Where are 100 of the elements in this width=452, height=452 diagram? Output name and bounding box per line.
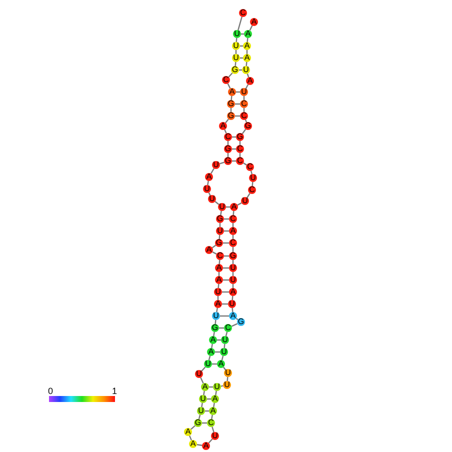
nucleotide-circle: A bbox=[229, 227, 237, 235]
nucleotide-circle: A bbox=[205, 246, 213, 254]
nucleotide-circle: U bbox=[214, 288, 222, 296]
nucleotide-circle: U bbox=[216, 227, 224, 235]
connector-line bbox=[208, 192, 211, 196]
nucleotide-circle: A bbox=[243, 42, 251, 50]
connector-line bbox=[208, 356, 211, 360]
scale-label: 1 bbox=[112, 386, 118, 396]
connector-line bbox=[213, 402, 215, 408]
connector-line bbox=[196, 444, 202, 446]
nucleotide-circle: A bbox=[215, 264, 223, 272]
nucleotide-circle: U bbox=[229, 264, 237, 272]
connector-line bbox=[200, 377, 204, 384]
connector-line bbox=[250, 170, 253, 174]
nucleotide-circle: G bbox=[215, 239, 223, 247]
nucleotide-circle: A bbox=[246, 77, 254, 85]
nucleotide-circle: G bbox=[229, 252, 237, 260]
connector-line bbox=[231, 323, 238, 327]
nucleotide-circle: G bbox=[227, 100, 235, 108]
nucleotide-circle: G bbox=[236, 133, 244, 141]
nucleotide-circle: G bbox=[211, 324, 219, 332]
nucleotide-circle: G bbox=[237, 318, 245, 326]
connector-line bbox=[220, 385, 224, 387]
nucleotide-circle: A bbox=[189, 440, 197, 448]
connector-line bbox=[245, 84, 249, 89]
connector-line bbox=[216, 308, 218, 312]
connector-line bbox=[201, 402, 203, 408]
connector-line bbox=[227, 83, 231, 89]
nucleotide-circle: A bbox=[243, 54, 251, 62]
nucleotide-circle: C bbox=[216, 252, 224, 260]
nucleotide-circle: A bbox=[228, 88, 236, 96]
nucleotide-circle: A bbox=[209, 407, 217, 415]
nucleotide-circle: U bbox=[204, 360, 212, 368]
connector-line bbox=[214, 201, 220, 205]
nucleotide-circle: G bbox=[227, 112, 235, 120]
nucleotide-circle: C bbox=[224, 133, 232, 141]
nucleotide-circle: U bbox=[241, 197, 249, 205]
nucleotide-circle: U bbox=[240, 88, 248, 96]
nucleotide-circle: U bbox=[242, 66, 250, 74]
nucleotide-circle: C bbox=[229, 215, 237, 223]
nucleotide-circle: U bbox=[249, 174, 257, 182]
nucleotide-circle: U bbox=[213, 383, 221, 391]
nucleotide-circle: U bbox=[197, 407, 205, 415]
connector-line bbox=[220, 210, 222, 216]
nucleotide-circle: A bbox=[230, 203, 238, 211]
nucleotide-circle: U bbox=[211, 432, 219, 440]
nucleotide-circle: A bbox=[207, 348, 215, 356]
nucleotide-circle: C bbox=[229, 239, 237, 247]
nucleotide-circle: C bbox=[246, 163, 254, 171]
connector-line bbox=[249, 25, 253, 31]
nucleotide-circle: A bbox=[229, 288, 237, 296]
nucleotide-circle: A bbox=[202, 442, 210, 450]
nucleotide-circle: U bbox=[195, 370, 203, 378]
nucleotide-circle: U bbox=[208, 195, 216, 203]
nucleotide-circle: G bbox=[224, 145, 232, 153]
connector-line bbox=[225, 332, 228, 336]
nucleotide-circle: U bbox=[212, 312, 220, 320]
nucleotide-circle: A bbox=[217, 360, 225, 368]
nucleotide-circle: C bbox=[248, 186, 256, 194]
connector-line bbox=[221, 356, 224, 360]
connector-line bbox=[213, 332, 215, 336]
nucleotide-circle: U bbox=[232, 42, 240, 50]
nucleotide-circle: A bbox=[209, 336, 217, 344]
nucleotide-circle: C bbox=[240, 112, 248, 120]
nucleotide-circle: U bbox=[221, 336, 229, 344]
connector-line bbox=[215, 390, 217, 396]
nucleotide-circle: G bbox=[231, 66, 239, 74]
connector-line bbox=[212, 251, 217, 255]
nucleotide-circle: U bbox=[229, 276, 237, 284]
nucleotide-circle: C bbox=[239, 9, 247, 17]
connector-line bbox=[203, 390, 205, 396]
connector-line bbox=[207, 180, 209, 186]
connector-line bbox=[224, 129, 227, 134]
nucleotide-circle: A bbox=[215, 276, 223, 284]
nucleotide-circle: U bbox=[223, 381, 231, 389]
nucleotide-circle: A bbox=[214, 300, 222, 308]
nucleotide-circle: U bbox=[228, 300, 236, 308]
nucleotide-circle: A bbox=[211, 395, 219, 403]
connector-line bbox=[225, 118, 229, 124]
nucleotide-circle: U bbox=[203, 185, 211, 193]
nucleotide-circle: C bbox=[222, 76, 230, 84]
nucleotide-circle: A bbox=[244, 30, 252, 38]
connector-line bbox=[198, 414, 201, 420]
nucleotide-circle: U bbox=[212, 161, 220, 169]
nucleotide-circle: U bbox=[233, 30, 241, 38]
nucleotide-circle: G bbox=[216, 215, 224, 223]
nucleotide-circle: U bbox=[220, 348, 228, 356]
connector-line bbox=[211, 414, 213, 420]
nucleotide-circle: G bbox=[224, 157, 232, 165]
nucleotide-circle: C bbox=[240, 100, 248, 108]
nucleotide-circle: C bbox=[236, 145, 244, 153]
nucleotide-circle: G bbox=[244, 122, 252, 130]
connector-line bbox=[237, 202, 242, 206]
nucleotide-circle: C bbox=[236, 157, 244, 165]
nucleotide-circle: C bbox=[224, 324, 232, 332]
nucleotide-circle: G bbox=[194, 419, 202, 427]
nucleotide-circle: A bbox=[250, 18, 258, 26]
nucleotide-circle: U bbox=[224, 369, 232, 377]
nucleotide-circle: A bbox=[184, 428, 192, 436]
nucleotide-circle: A bbox=[229, 312, 237, 320]
